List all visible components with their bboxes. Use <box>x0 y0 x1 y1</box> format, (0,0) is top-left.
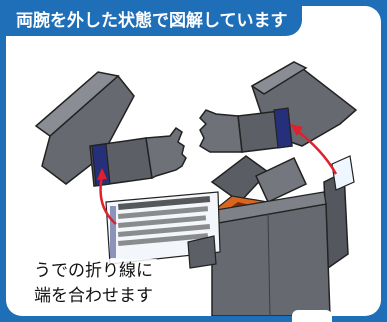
page-title: 両腕を外した状態で図解しています <box>6 6 302 36</box>
assembly-illustration <box>34 61 358 316</box>
left-arm <box>34 71 187 187</box>
right-arm-band <box>273 107 293 149</box>
right-arrow <box>295 129 338 175</box>
left-hand <box>145 126 187 180</box>
diagram-panel: うでの折り線に 端を合わせます <box>6 6 381 316</box>
left-arm-band <box>91 143 111 187</box>
alignment-arrows <box>97 124 338 225</box>
right-hand <box>199 109 243 153</box>
caption-line-1: うでの折り線に <box>34 261 153 281</box>
bottom-notch <box>292 310 332 322</box>
caption: うでの折り線に 端を合わせます <box>30 259 157 309</box>
right-arm <box>199 61 358 153</box>
body-box <box>105 155 355 316</box>
caption-line-2: 端を合わせます <box>34 286 153 306</box>
left-arrow <box>99 175 117 225</box>
